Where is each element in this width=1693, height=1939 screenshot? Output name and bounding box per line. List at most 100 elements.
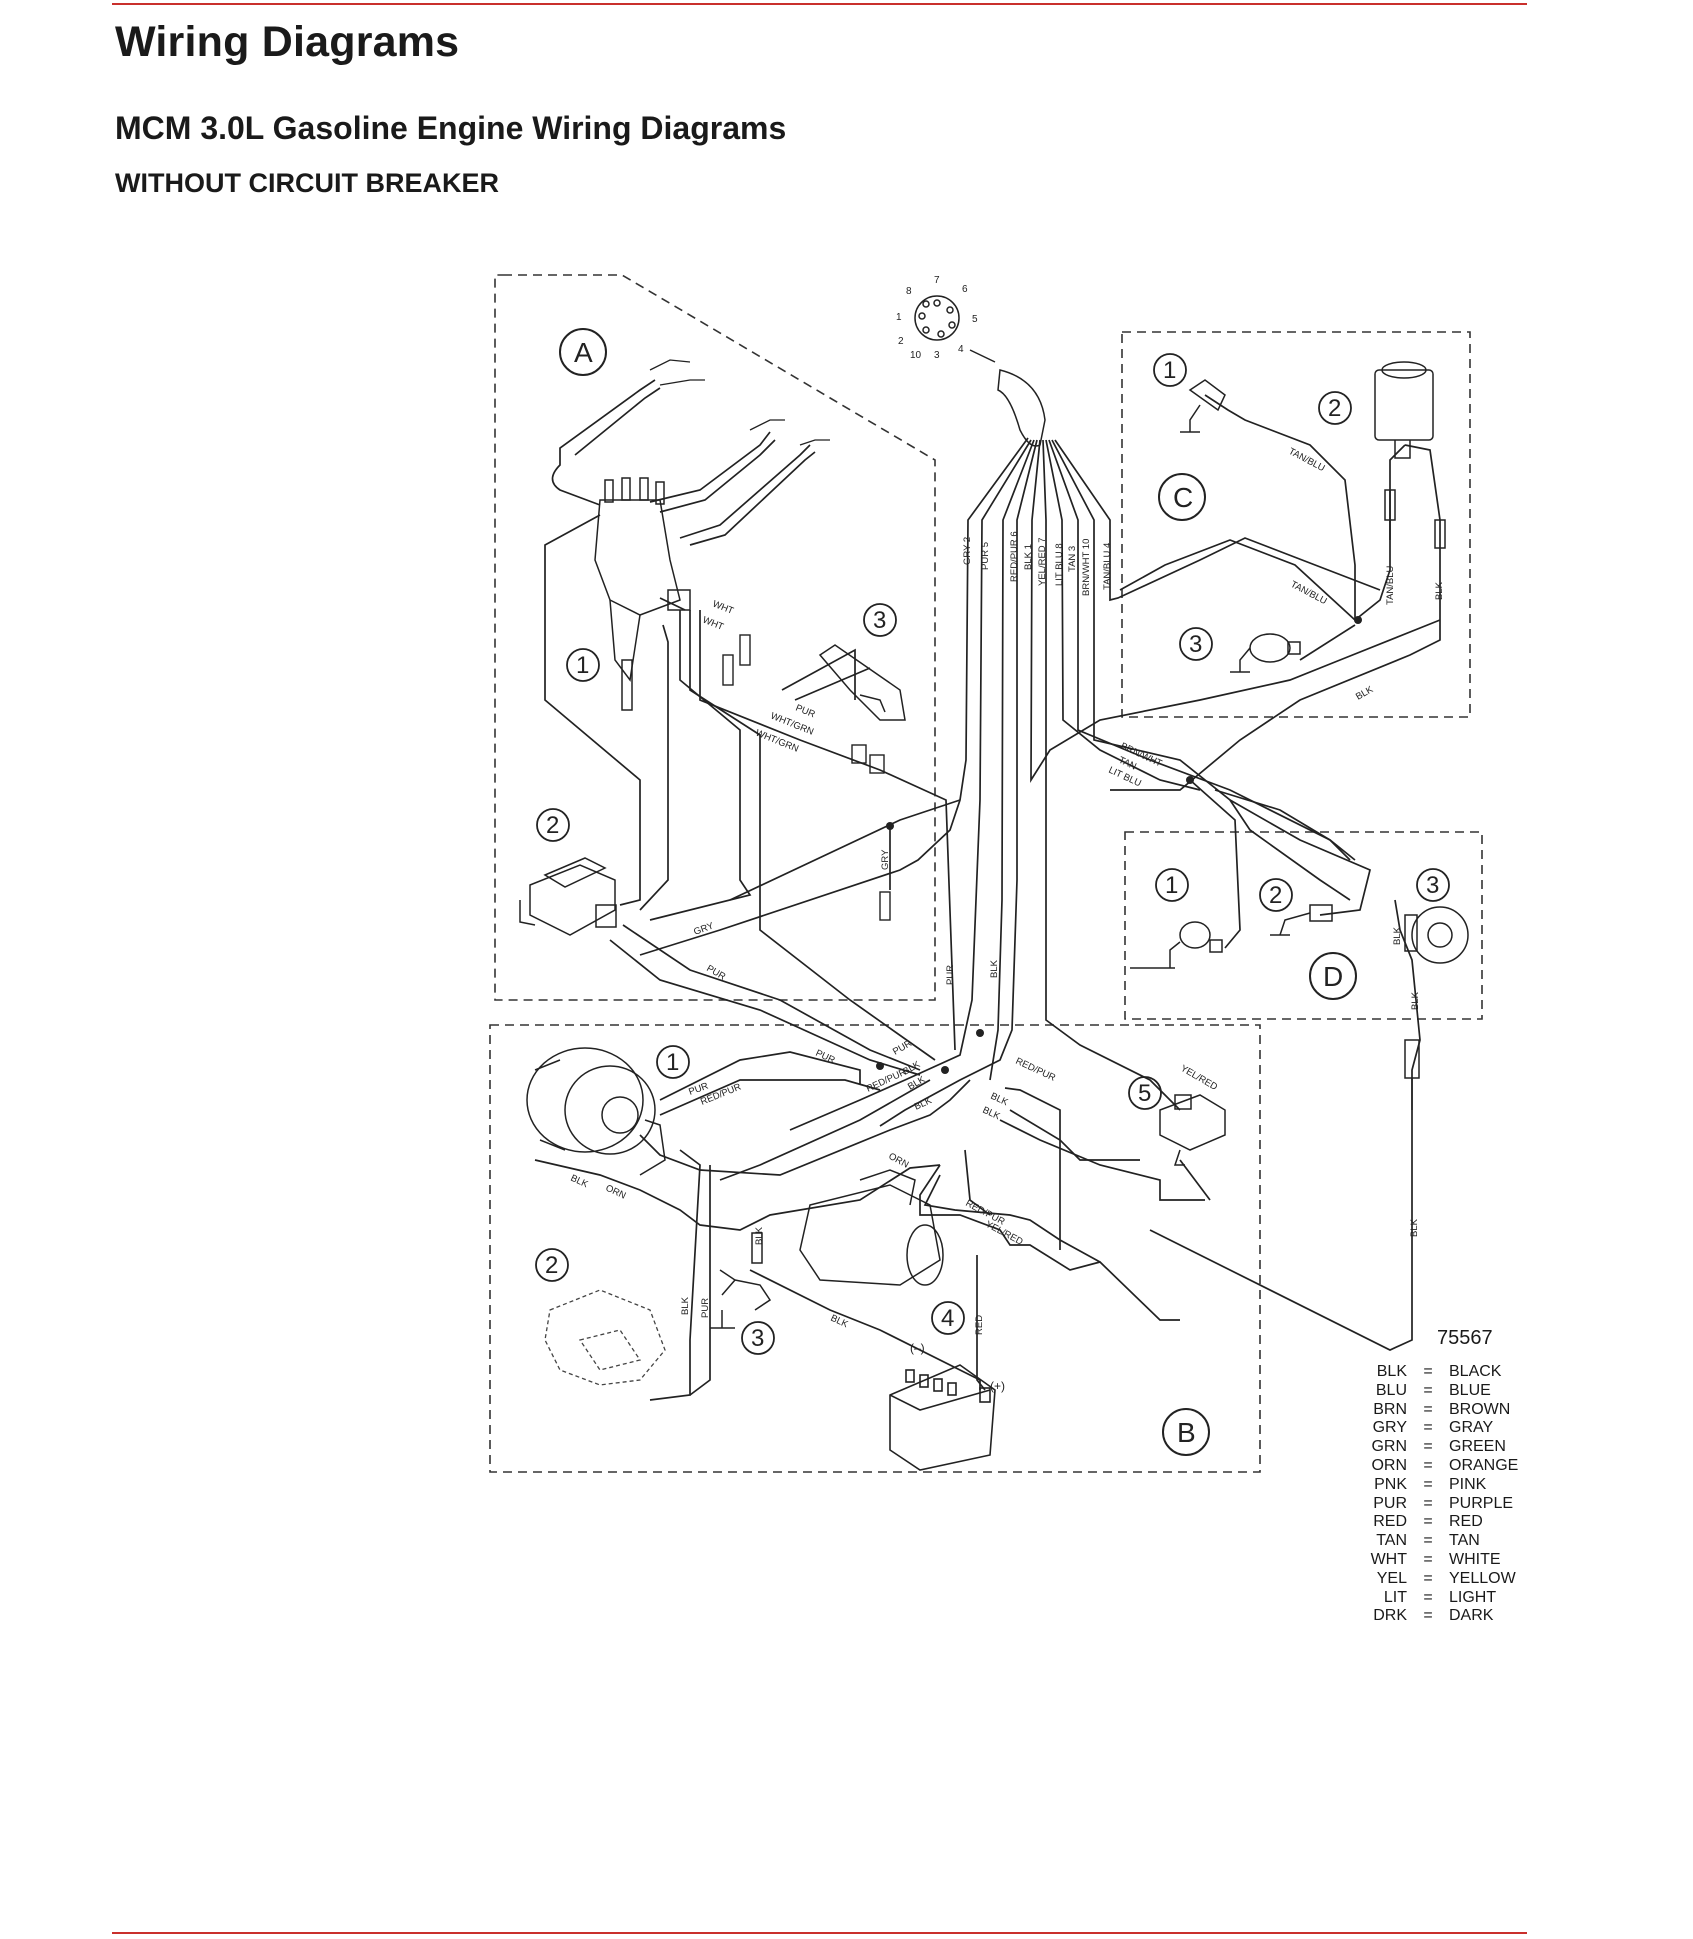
legend-row: PUR=PURPLE: [1355, 1495, 1539, 1514]
harness-label-tanblu4: TAN/BLU 4: [1102, 543, 1113, 590]
diagram-shape: [1169, 941, 1181, 968]
diagram-shape: [1394, 440, 1411, 459]
distributor: [594, 477, 691, 711]
section-b-box: [489, 1024, 1261, 1473]
legend-full: RED: [1449, 1513, 1483, 1531]
legend-row: PNK=PINK: [1355, 1476, 1539, 1495]
component-d1-label: 1: [1165, 872, 1178, 899]
wire-red-pur-b3: RED/PUR: [1014, 1056, 1058, 1084]
diagram-shape: [1030, 439, 1441, 783]
diagram-shape: [1009, 1109, 1140, 1161]
diagram-shape: [639, 437, 1029, 956]
diagram-shape: [923, 1174, 1101, 1263]
diagram-shape: [659, 1079, 881, 1116]
diagram-shape: [1287, 641, 1301, 655]
diagram-shape: [739, 634, 751, 666]
wire-blk-b7: BLK: [754, 1226, 765, 1245]
diagram-shape: [1179, 1159, 1211, 1201]
diagram-shape: [922, 300, 930, 308]
diagram-shape: [1188, 379, 1226, 412]
legend-row: YEL=YELLOW: [1355, 1570, 1539, 1589]
diagram-shape: [1042, 439, 1181, 1111]
diagram-shape: [1153, 353, 1352, 661]
wire-pur-main: PUR: [945, 965, 956, 985]
page-title: Wiring Diagrams: [115, 18, 460, 66]
legend-abbr: DRK: [1373, 1607, 1407, 1625]
d2-switch: [1270, 904, 1333, 936]
legend-abbr: PUR: [1373, 1494, 1407, 1512]
legend-full: LIGHT: [1449, 1588, 1497, 1606]
diagram-shape: [964, 1149, 991, 1216]
diagram-shape: [689, 1165, 711, 1396]
component-c1-label: 1: [1163, 357, 1176, 384]
wire-tan-blu-c1: TAN/BLU: [1287, 446, 1327, 474]
diagram-shape: [649, 1149, 701, 1401]
diagram-shape: [719, 1269, 737, 1296]
diagram-shape: [1259, 878, 1293, 912]
harness-label-yelred7: YEL/RED 7: [1037, 537, 1048, 586]
pin-3-label: 3: [934, 350, 940, 361]
component-a2-label: 2: [546, 812, 559, 839]
diagram-shape: [1384, 489, 1396, 521]
wire-blk-d3: BLK: [1409, 1218, 1420, 1237]
section-d-wiring: [1149, 779, 1421, 1351]
legend-abbr: BRN: [1373, 1400, 1407, 1418]
diagram-shape: [1179, 921, 1211, 949]
component-a3-label: 3: [873, 607, 886, 634]
component-c2-label: 2: [1328, 395, 1341, 422]
diagram-shape: [1374, 369, 1434, 441]
diagram-shape: [519, 900, 536, 926]
diagram-shape: [905, 1369, 915, 1383]
diagram-shape: [578, 1329, 642, 1371]
wire-orn-b1: ORN: [604, 1183, 628, 1202]
wire-pur-a2: PUR: [705, 963, 728, 983]
diagram-shape: [976, 1029, 984, 1037]
color-legend: BLK=BLACK BLU=BLUE BRN=BROWN GRY=GRAY GR…: [1355, 1363, 1539, 1626]
diagram-shape: [889, 1389, 991, 1411]
diagram-shape: [1155, 868, 1189, 902]
section-a-box: [494, 274, 936, 1001]
diagram-shape: [534, 1059, 566, 1151]
diagram-shape: TAN/BLU TAN/BLU TAN/BLU BLK BLK: [1287, 446, 1445, 703]
section-c-label: C: [1173, 482, 1193, 513]
diagram-shape: [859, 1169, 916, 1206]
wire-blk-b9: BLK: [829, 1313, 851, 1331]
legend-eq: =: [1423, 1550, 1433, 1568]
legend-abbr: WHT: [1370, 1550, 1407, 1568]
diagram-shape: [659, 439, 776, 513]
b4-starter: [799, 1169, 944, 1286]
diagram-shape: [851, 744, 867, 764]
legend-eq: =: [1423, 1419, 1433, 1437]
diagram-shape: [876, 1062, 884, 1070]
legend-full: BLUE: [1449, 1381, 1491, 1399]
diagram-shape: [535, 1045, 1162, 1355]
diagram-shape: [1045, 439, 1201, 791]
legend-full: PINK: [1449, 1475, 1487, 1493]
wire-blk-d2: BLK: [1410, 991, 1421, 1010]
pin-1-label: 1: [896, 312, 902, 323]
diagram-shape: [863, 603, 897, 637]
component-a1-label: 1: [576, 652, 589, 679]
wire-blk-b3: BLK: [913, 1095, 935, 1113]
diagram-shape: [489, 274, 1483, 1473]
diagram-shape: [649, 359, 691, 371]
wire-blk-c2: BLK: [1354, 684, 1376, 703]
diagram-shape: [604, 479, 614, 503]
legend-eq: =: [1423, 1588, 1433, 1606]
diagram-shape: [781, 648, 856, 700]
harness-label-litblu8: LIT BLU 8: [1054, 543, 1065, 586]
pin-5-label: 5: [972, 314, 978, 325]
harness-label-redpur6: RED/PUR 6: [1009, 531, 1020, 582]
diagram-shape: [544, 514, 641, 906]
diagram-shape: [689, 610, 936, 1061]
legend-full: PURPLE: [1449, 1494, 1514, 1512]
diagram-shape: [595, 904, 617, 928]
diagram-shape: [639, 477, 649, 501]
diagram-shape: [1173, 1149, 1185, 1166]
pin-10-label: 10: [910, 350, 922, 361]
diagram-shape: [1427, 922, 1453, 948]
legend-eq: =: [1423, 1456, 1433, 1474]
battery: [889, 1364, 996, 1471]
diagram-shape: [574, 387, 661, 456]
diagram-shape: [1189, 404, 1201, 432]
